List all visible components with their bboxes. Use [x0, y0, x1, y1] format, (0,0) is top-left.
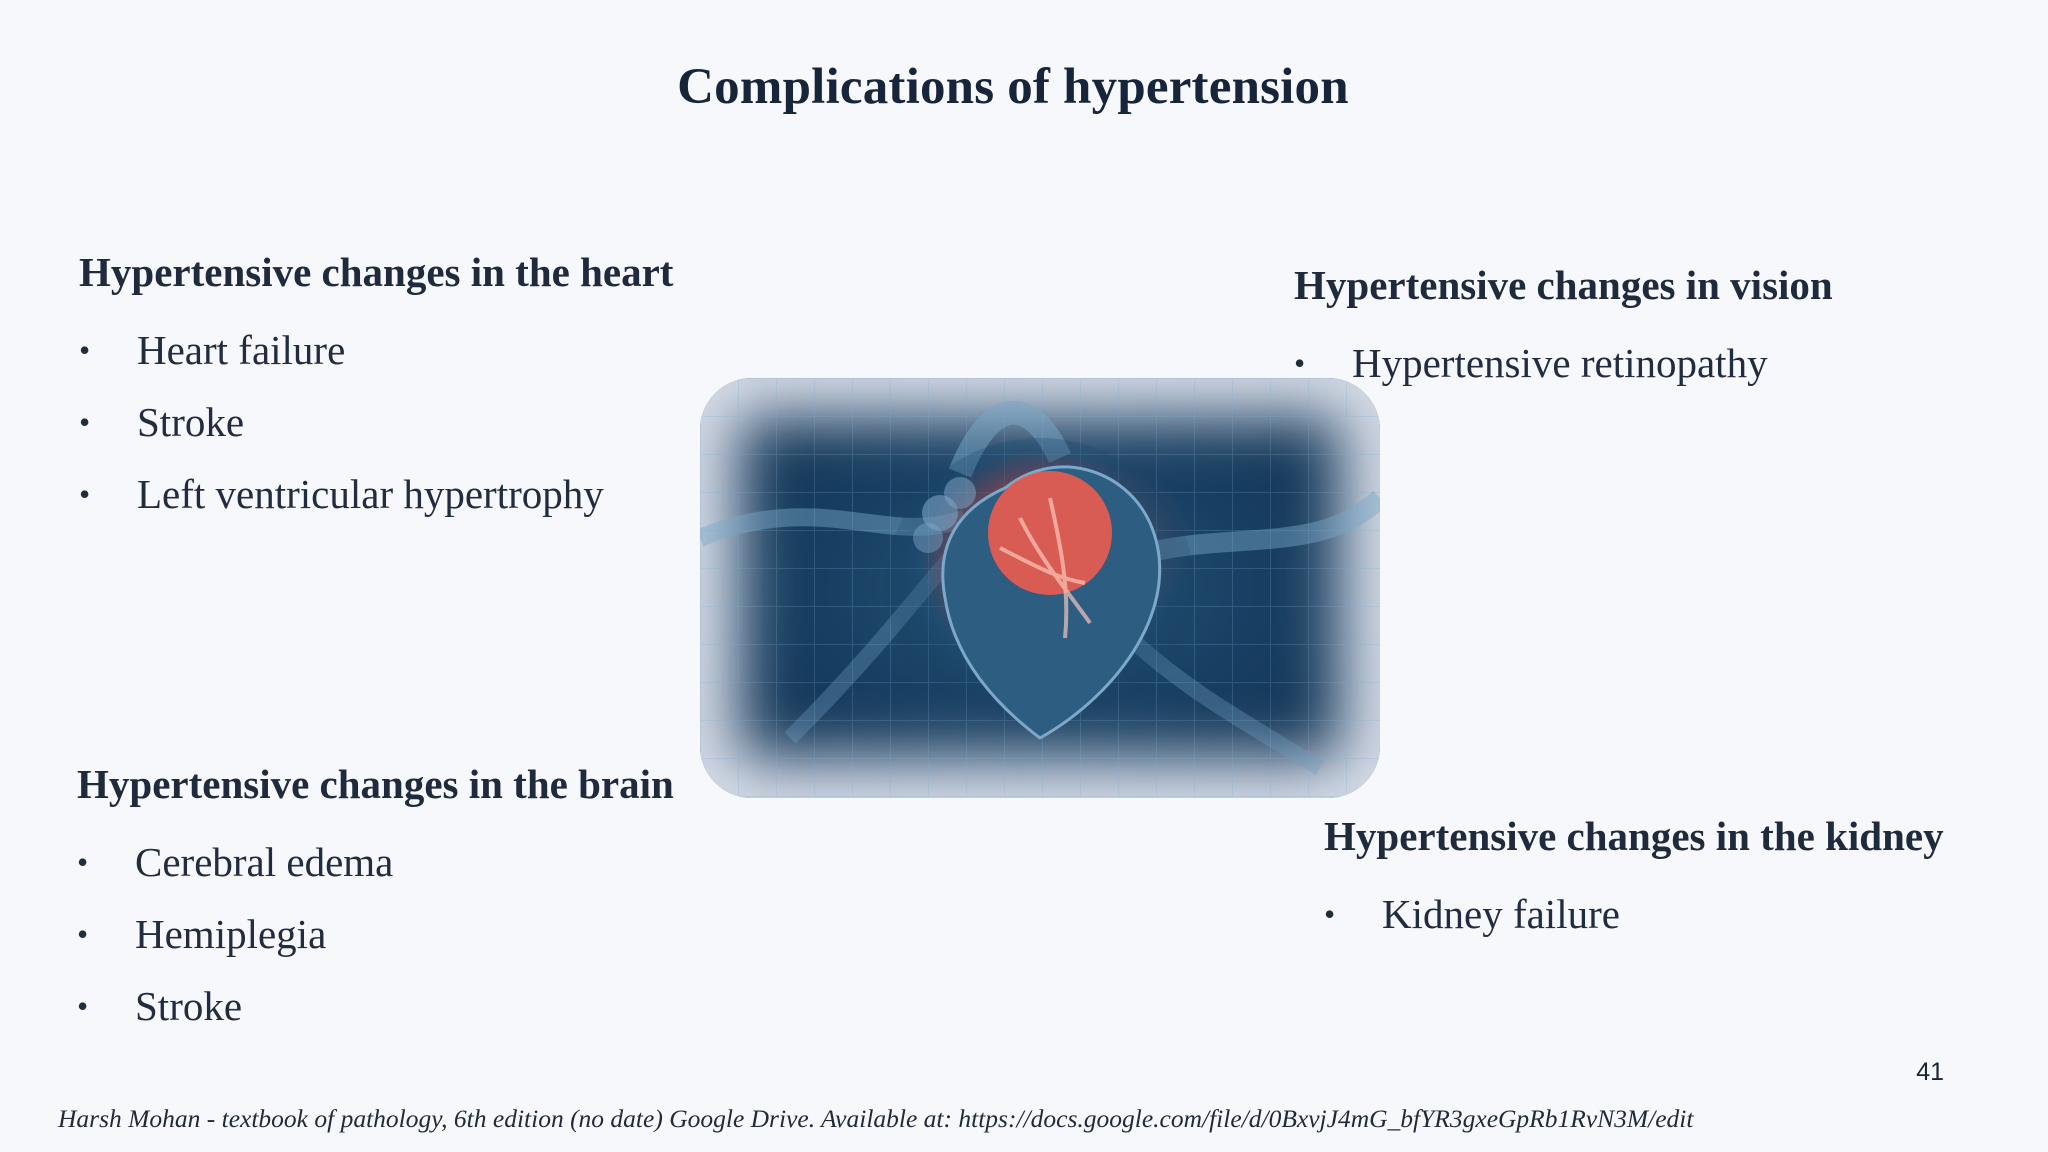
heart-section-heading: Hypertensive changes in the heart	[79, 249, 674, 295]
heart-section-list: • Heart failure • Stroke • Left ventricular…	[79, 314, 673, 530]
vessel-bulb	[944, 477, 976, 509]
list-item: • Cerebral edema	[77, 826, 674, 898]
list-item-text: Stroke	[135, 983, 243, 1029]
bullet-icon: •	[77, 988, 89, 1024]
bullet-icon: •	[1294, 345, 1306, 381]
list-item: • Heart failure	[79, 314, 673, 386]
list-item-text: Left ventricular hypertrophy	[137, 471, 604, 517]
page-number: 41	[1916, 1058, 1944, 1086]
heart-illustration	[700, 378, 1380, 798]
list-item: • Stroke	[77, 970, 674, 1042]
brain-section-heading: Hypertensive changes in the brain	[77, 761, 674, 807]
kidney-section-list: • Kidney failure	[1324, 878, 1944, 950]
heart-section: Hypertensive changes in the heart • Heart…	[79, 244, 673, 530]
bullet-icon: •	[79, 476, 91, 512]
list-item-text: Hemiplegia	[135, 911, 327, 957]
vessel-bulb	[913, 523, 943, 553]
brain-section: Hypertensive changes in the brain • Cereb…	[77, 756, 674, 1042]
citation-text: Harsh Mohan - textbook of pathology, 6th…	[58, 1104, 1694, 1133]
bullet-icon: •	[79, 332, 91, 368]
list-item: • Hypertensive retinopathy	[1294, 327, 1833, 399]
brain-section-list: • Cerebral edema • Hemiplegia • Stroke	[77, 826, 674, 1042]
slide-title: Complications of hypertension	[677, 59, 1349, 115]
bullet-icon: •	[77, 916, 89, 952]
heart-veins	[999, 497, 1092, 639]
vision-section-list: • Hypertensive retinopathy	[1294, 327, 1833, 399]
vision-section: Hypertensive changes in vision • Hyperten…	[1294, 257, 1833, 399]
list-item-text: Heart failure	[137, 327, 346, 373]
list-item: • Left ventricular hypertrophy	[79, 458, 673, 530]
list-item-text: Stroke	[137, 399, 245, 445]
heart-illustration-svg	[700, 378, 1380, 798]
bullet-icon: •	[1324, 896, 1336, 932]
vision-section-heading: Hypertensive changes in vision	[1294, 262, 1833, 308]
bullet-icon: •	[79, 404, 91, 440]
kidney-section: Hypertensive changes in the kidney • Kidn…	[1324, 808, 1944, 950]
list-item: • Stroke	[79, 386, 673, 458]
bullet-icon: •	[77, 844, 89, 880]
kidney-section-heading: Hypertensive changes in the kidney	[1324, 813, 1944, 859]
list-item: • Hemiplegia	[77, 898, 674, 970]
heart-red-highlight	[988, 471, 1112, 595]
list-item-text: Cerebral edema	[135, 839, 394, 885]
list-item-text: Kidney failure	[1382, 891, 1620, 937]
aorta-vessel	[948, 401, 1071, 478]
list-item: • Kidney failure	[1324, 878, 1944, 950]
list-item-text: Hypertensive retinopathy	[1352, 340, 1768, 386]
